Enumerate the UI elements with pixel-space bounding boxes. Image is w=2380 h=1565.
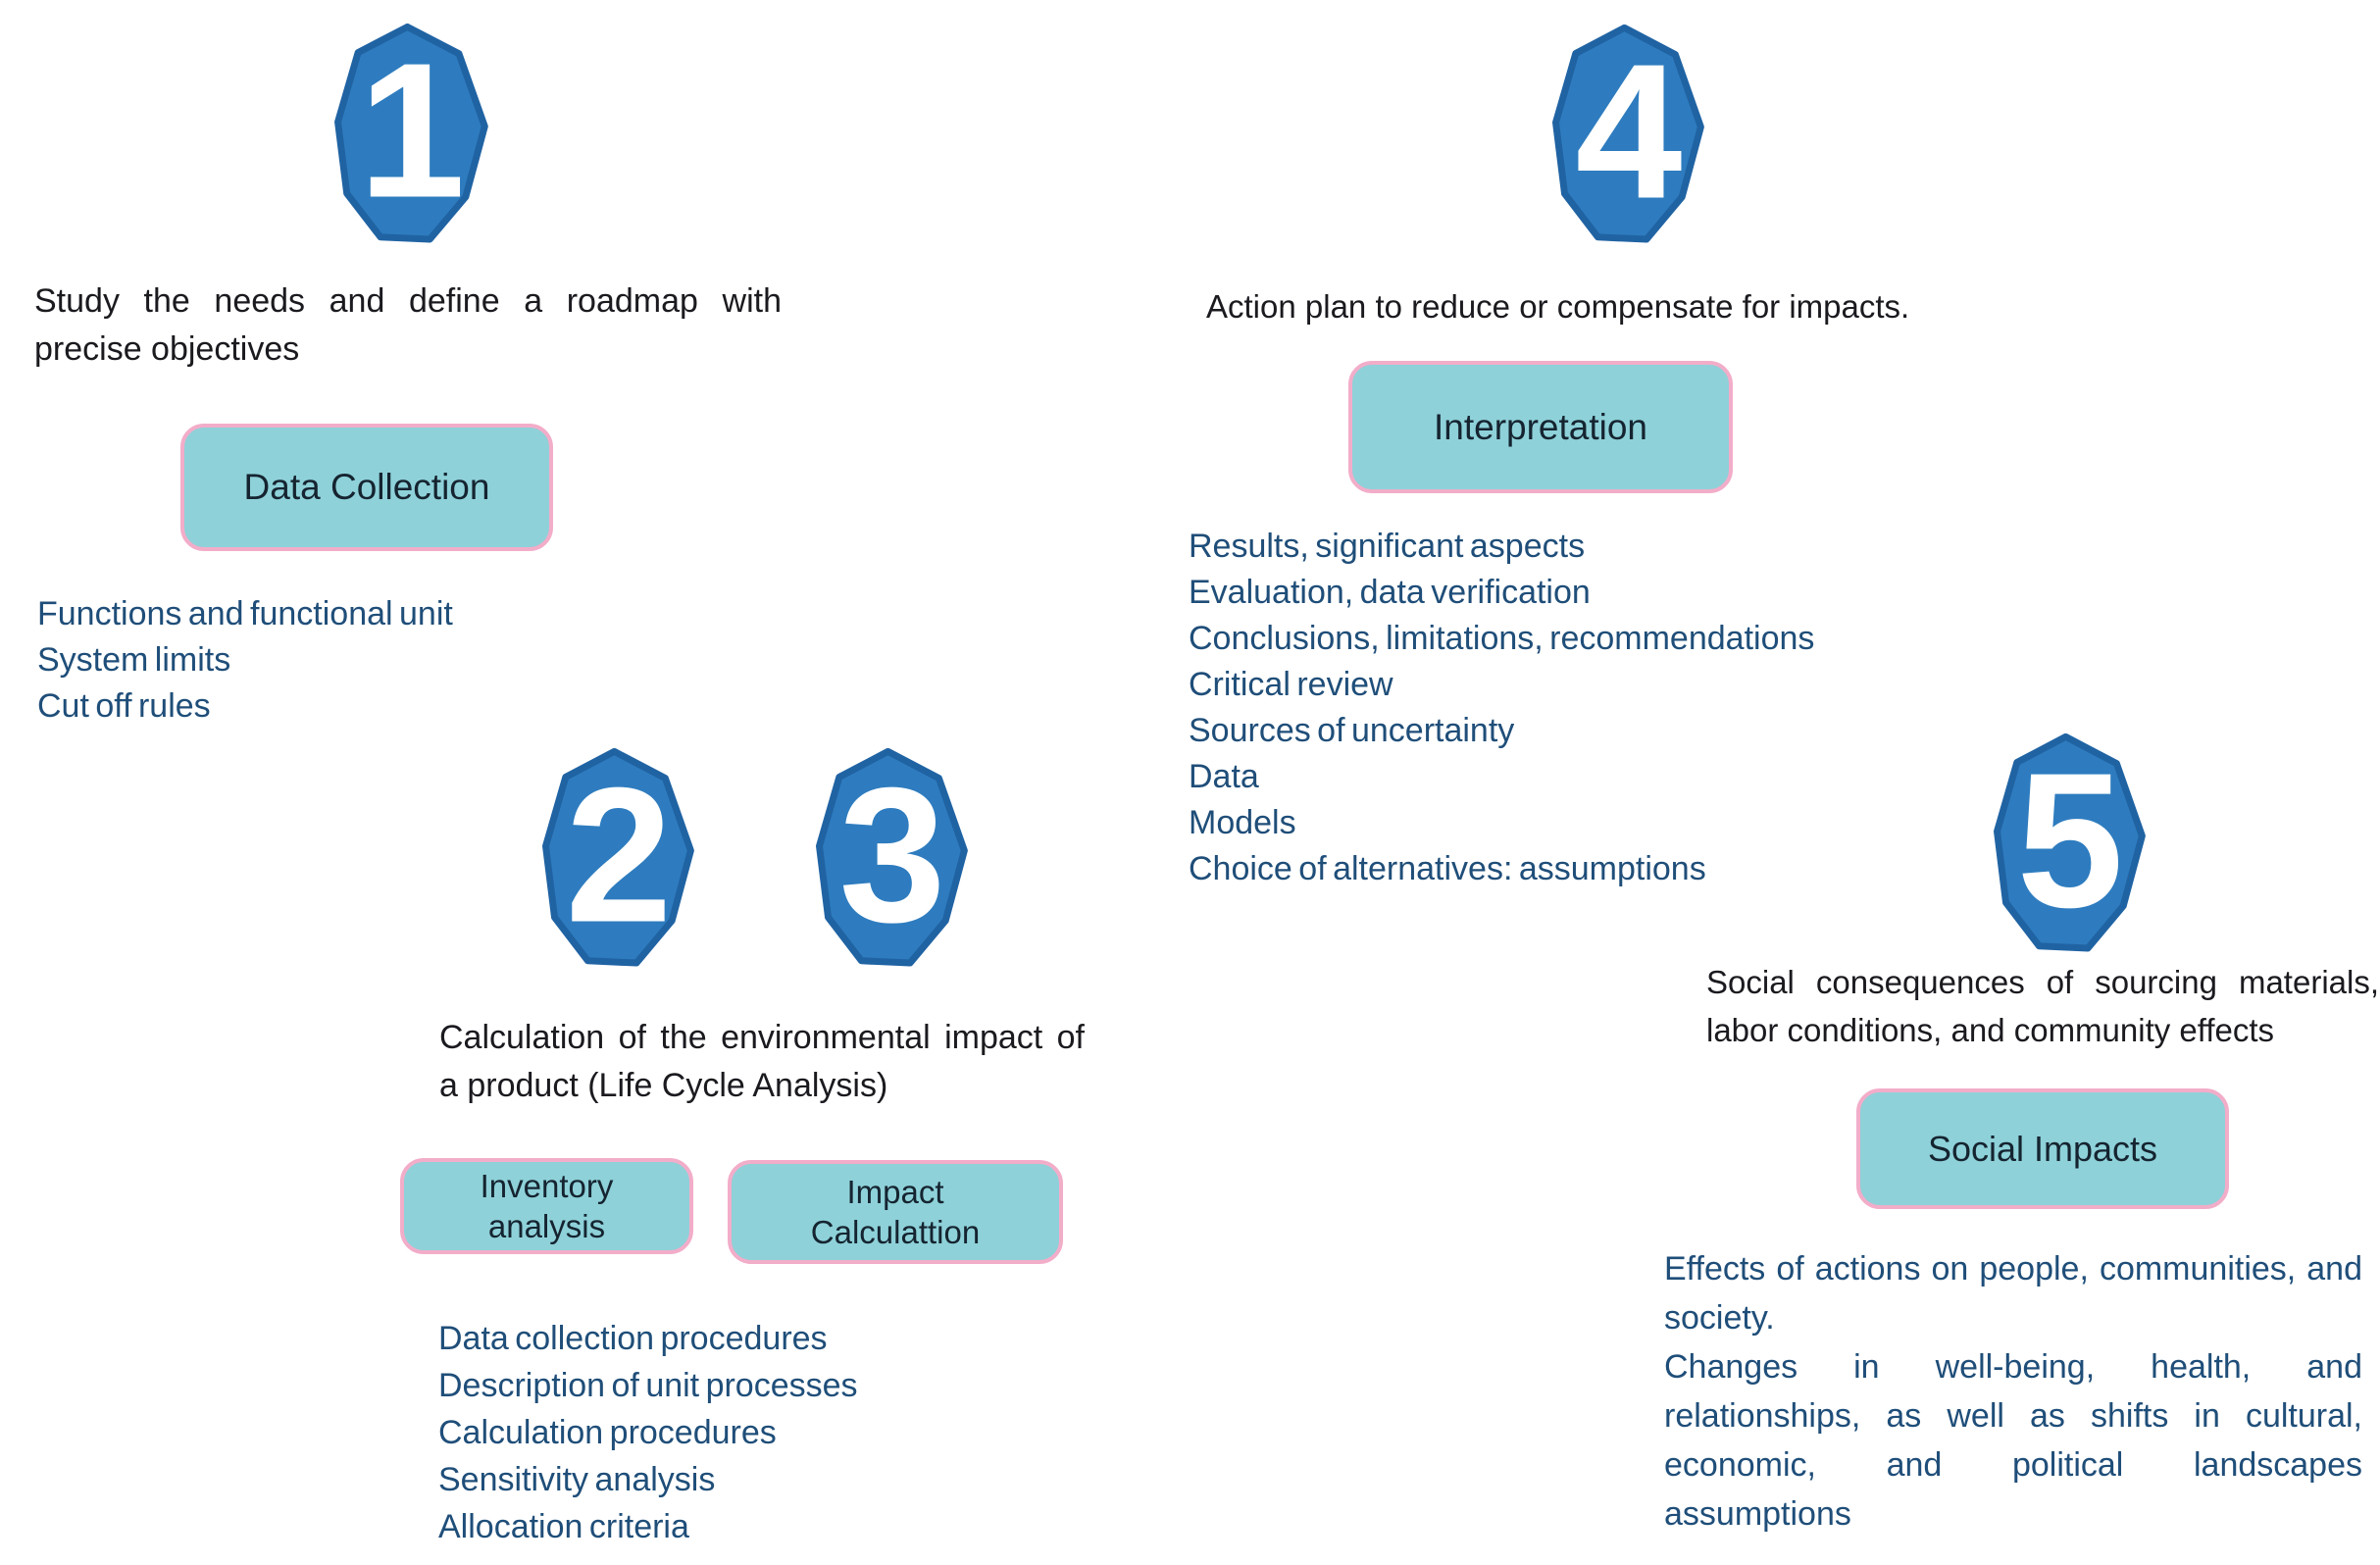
list-item: Description of unit processes	[438, 1367, 858, 1404]
step-5-number: 5	[2016, 732, 2124, 947]
step-2-badge: 2	[541, 748, 696, 971]
inventory-analysis-box: Inventory analysis	[400, 1158, 693, 1254]
list-item: System limits	[37, 641, 231, 679]
list-item: Functions and functional unit	[37, 595, 453, 632]
list-item: Cut off rules	[37, 687, 211, 725]
social-impacts-label: Social Impacts	[1927, 1128, 2158, 1169]
list-item: Data collection procedures	[438, 1320, 828, 1357]
step-1-item-list: Functions and functional unit System lim…	[37, 591, 453, 730]
list-item: Evaluation, data verification	[1189, 574, 1591, 611]
badge-heptagon-icon	[1551, 25, 1706, 247]
data-collection-box: Data Collection	[180, 424, 553, 551]
list-item: Choice of alternatives: assumptions	[1189, 850, 1706, 887]
paragraph: Changes in well-being, health, and relat…	[1664, 1348, 2362, 1533]
list-item: Sources of uncertainty	[1189, 712, 1515, 749]
interpretation-label: Interpretation	[1433, 406, 1648, 447]
step-4-number: 4	[1575, 23, 1683, 238]
step-3-badge: 3	[815, 748, 970, 971]
list-item: Models	[1189, 804, 1296, 841]
list-item: Results, significant aspects	[1189, 528, 1586, 565]
step-4-description: Action plan to reduce or compensate for …	[1206, 288, 1910, 325]
steps-2-3-description: Calculation of the environmental impact …	[439, 1019, 1085, 1104]
list-item: Critical review	[1189, 666, 1393, 703]
step-1-badge: 1	[333, 24, 490, 247]
badge-heptagon-icon	[333, 24, 490, 247]
social-impacts-box: Social Impacts	[1856, 1088, 2229, 1209]
interpretation-box: Interpretation	[1348, 361, 1733, 493]
steps-2-3-item-list: Data collection procedures Description o…	[438, 1315, 858, 1550]
step-5-description: Social consequences of sourcing material…	[1706, 964, 2379, 1048]
step-1-number: 1	[358, 23, 466, 238]
list-item: Calculation procedures	[438, 1414, 777, 1451]
list-item: Conclusions, limitations, recommendation…	[1189, 620, 1815, 657]
data-collection-label: Data Collection	[243, 467, 490, 507]
badge-heptagon-icon	[541, 748, 696, 971]
step-1-description: Study the needs and define a roadmap wit…	[34, 282, 782, 368]
badge-heptagon-icon	[1993, 733, 2148, 956]
inventory-analysis-label: Inventory analysis	[480, 1168, 614, 1244]
list-item: Sensitivity analysis	[438, 1461, 716, 1498]
step-2-number: 2	[565, 746, 673, 962]
impact-calculation-label: Impact Calculattion	[810, 1174, 981, 1250]
list-item: Allocation criteria	[438, 1508, 689, 1545]
impact-calculation-box: Impact Calculattion	[728, 1160, 1063, 1264]
step-4-item-list: Results, significant aspects Evaluation,…	[1189, 524, 1814, 892]
step-5-badge: 5	[1993, 733, 2148, 956]
step-3-number: 3	[838, 746, 946, 962]
badge-heptagon-icon	[815, 748, 970, 971]
paragraph: Effects of actions on people, communitie…	[1664, 1250, 2362, 1337]
step-5-details: Effects of actions on people, communitie…	[1664, 1244, 2362, 1539]
step-4-badge: 4	[1551, 25, 1706, 247]
list-item: Data	[1189, 758, 1259, 795]
